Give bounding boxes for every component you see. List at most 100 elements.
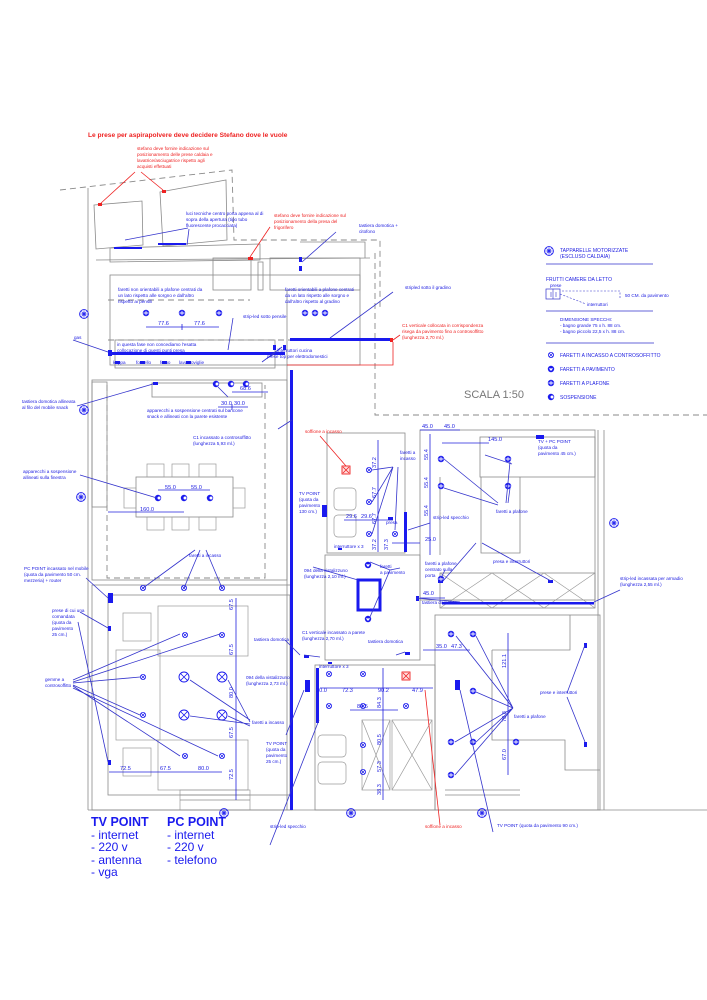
annotation-label: faretti a incasso [252, 720, 285, 725]
annotation-label: stripled sotto il gradino [405, 285, 451, 290]
plan-line [180, 789, 520, 801]
plan-line [559, 290, 621, 305]
annotation-label: 55.0 [165, 485, 176, 491]
plan-element [299, 257, 302, 262]
annotation-label: 25 cm.) [52, 632, 68, 637]
plan-element [157, 739, 249, 791]
plan-line [72, 339, 293, 430]
plan-element [584, 742, 587, 747]
annotation-label: pavimento [52, 626, 74, 631]
annotation-label: sopra della apertura (tipo tubo [186, 217, 248, 222]
annotation-label: (lunghezza 2,70 ml.) [302, 636, 344, 641]
plan-element [115, 649, 161, 741]
annotation-label: 29.6 [361, 514, 372, 520]
recessed-spotlight-icon [218, 753, 226, 759]
annotation-label: 25 cm.) [266, 759, 282, 764]
vasistas-210 [356, 578, 382, 612]
plan-line [484, 454, 513, 465]
annotation-label: 78.8 [502, 711, 508, 722]
recessed-spotlight-icon [365, 498, 373, 506]
floor-spotlight-icon [547, 365, 555, 373]
plan-element [548, 580, 553, 583]
annotation-label: faretti a [400, 450, 416, 455]
annotation-label: prese di cui una [52, 608, 85, 613]
annotation-label: (quota da [299, 497, 319, 502]
annotation-label: apparecchi a sospensione [23, 469, 77, 474]
annotation-label: posizionamento delle prese caldaia e [137, 152, 213, 157]
plan-element [186, 361, 191, 364]
tv-point-title: TV POINT [91, 815, 149, 829]
c1-corridor [290, 370, 293, 810]
plan-element [269, 257, 361, 291]
annotation-label: soffione a incasso [305, 429, 342, 434]
plan-line [106, 385, 266, 579]
plan-element [108, 350, 112, 356]
annotation-label: 55.4 [424, 477, 430, 488]
annotation-label: risega da pavimento fino a controsoffitt… [402, 329, 484, 334]
plan-element [91, 584, 293, 811]
plan-line [287, 342, 394, 366]
pc-point-item: - telefono [167, 852, 218, 867]
tv-point-item: - internet [91, 827, 139, 842]
annotation-label: - bagno grande 75 x h. 88 cm. [560, 323, 621, 328]
plan-element [153, 382, 158, 385]
annotation-label: 47.9 [412, 688, 423, 694]
ceiling-spotlight-icon [437, 482, 445, 490]
plan-element [439, 572, 596, 609]
annotation-label: 80.0 [229, 687, 235, 698]
plan-element [283, 345, 286, 350]
plan-element [171, 516, 190, 531]
annotation-label: 30.0 [234, 401, 245, 407]
annotation-label: 84.5 [357, 704, 368, 710]
ceiling-spotlight-icon [469, 687, 477, 695]
plan-element [162, 361, 167, 364]
annotation-label: apparecchi a sospensione centrati sul ba… [147, 408, 243, 413]
shutter-icon [79, 405, 89, 415]
annotation-label: TV + PC POINT [538, 439, 571, 444]
recessed-spotlight-icon [178, 709, 190, 721]
annotation-label: 29.6 [346, 514, 357, 520]
annotation-label: (quota da pavimento 50 cm. [24, 572, 81, 577]
annotation-label: 45.0 [444, 424, 455, 430]
annotation-label: forno [160, 360, 171, 365]
annotation-label: prese top per elettrodomestici [267, 354, 328, 359]
floor-spotlight-icon [364, 561, 372, 569]
plan-line [146, 324, 219, 330]
plan-line [109, 243, 261, 263]
plan-element [108, 760, 111, 765]
annotation-label: comandata [52, 614, 75, 619]
plan-element [361, 719, 391, 791]
plan-element [584, 643, 587, 648]
annotation-label: 67.5 [229, 644, 235, 655]
plan-line [423, 633, 509, 775]
annotation-label: rispetto ai pensili [118, 299, 152, 304]
annotation-label: faretti a plafone [496, 509, 528, 514]
annotation-label: tastiera domotica allineata [22, 399, 76, 404]
annotation-label: strip-led sotto pensile [243, 314, 287, 319]
annotation-label: (lunghezza 2,73 ml.) [246, 681, 288, 686]
annotation-label: 67.5 [229, 727, 235, 738]
annotation-label: - bagno piccolo 22,5 x h. 88 cm. [560, 329, 625, 334]
annotation-label: 37.3 [384, 539, 390, 550]
tv-point-item: - antenna [91, 852, 142, 867]
annotation-label: a pavimento [380, 570, 405, 575]
strip-led-specchio-1 [404, 512, 407, 552]
annotation-label: (lunghezza 2,10 ml.) [304, 574, 346, 579]
luci-tecniche-1 [158, 243, 186, 245]
plan-element [198, 516, 217, 531]
annotation-label: acquisti effettuati [137, 164, 171, 169]
recessed-spotlight-icon [359, 742, 367, 748]
annotation-label: kappa [113, 360, 126, 365]
pendant-light-icon [227, 380, 235, 388]
plan-element [107, 594, 291, 796]
plan-line [361, 719, 391, 791]
annotation-label: 38.3 [377, 784, 383, 795]
plan-element [151, 382, 263, 398]
annotation-label: collocazione di questi punti presa [117, 348, 185, 353]
pendant-light-icon [212, 380, 220, 388]
plan-line [59, 169, 381, 310]
annotation-label: TV POINT (quota da pavimento 90 cm.) [497, 823, 578, 828]
annotation-label: gemme a [45, 677, 65, 682]
recessed-spotlight-icon [365, 466, 373, 474]
